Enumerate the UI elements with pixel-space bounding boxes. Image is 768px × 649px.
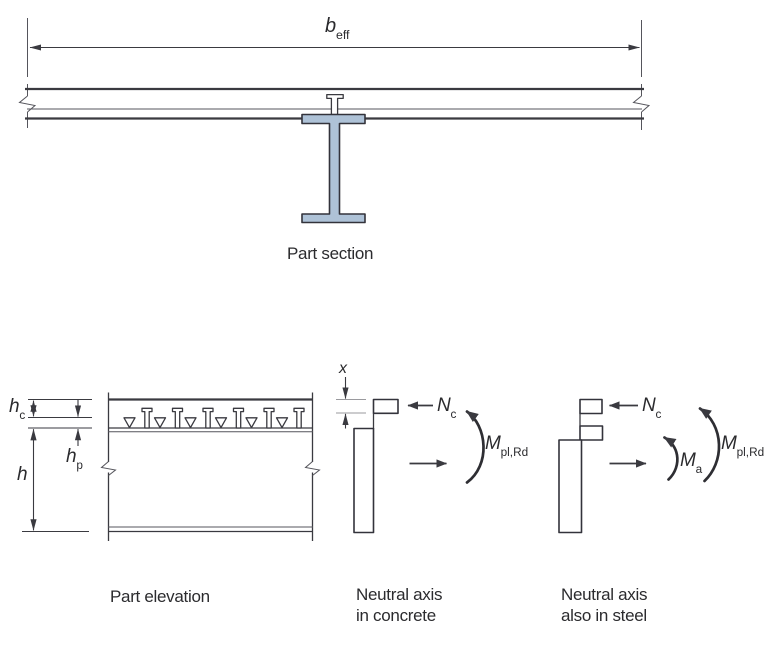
mplrd-moment-arc [465, 410, 485, 484]
nc-label-concrete: Nc [437, 395, 457, 421]
steel-tension-block-2 [558, 439, 583, 534]
x-label: x [339, 360, 347, 377]
beff-label: beff [325, 15, 350, 42]
deck-rib-triangles [123, 417, 289, 429]
steel-tension-block [353, 427, 375, 534]
hp-label: hp [66, 446, 83, 472]
x-extension-lines [336, 398, 366, 414]
part-elevation-caption: Part elevation [110, 587, 210, 606]
h-label: h [17, 464, 28, 485]
na-steel-drawing [558, 398, 721, 534]
concrete-compression-block-2 [579, 398, 603, 415]
shear-stud [326, 93, 344, 116]
part-elevation-drawing [22, 392, 321, 541]
mplrd-moment-arc-2 [698, 407, 721, 483]
concrete-compression-block [372, 398, 399, 415]
steel-i-beam [301, 113, 366, 224]
mplrd-label-steel: Mpl,Rd [721, 433, 765, 459]
hc-label: hc [9, 396, 26, 422]
break-mark-right [632, 95, 651, 113]
part-section-drawing [18, 18, 651, 224]
part-section-caption: Part section [287, 244, 374, 263]
elevation-extension-lines [22, 398, 92, 533]
break-mark-left [18, 95, 37, 113]
web-break-mark-right [304, 461, 321, 476]
steel-compression-block [579, 425, 604, 441]
nc-label-steel: Nc [642, 395, 662, 421]
elevation-studs [141, 407, 305, 429]
ma-label: Ma [680, 450, 703, 476]
web-break-mark-left [100, 461, 117, 476]
ma-moment-arc [663, 436, 679, 481]
na-concrete-drawing [336, 377, 485, 534]
mplrd-label-concrete: Mpl,Rd [485, 433, 529, 459]
